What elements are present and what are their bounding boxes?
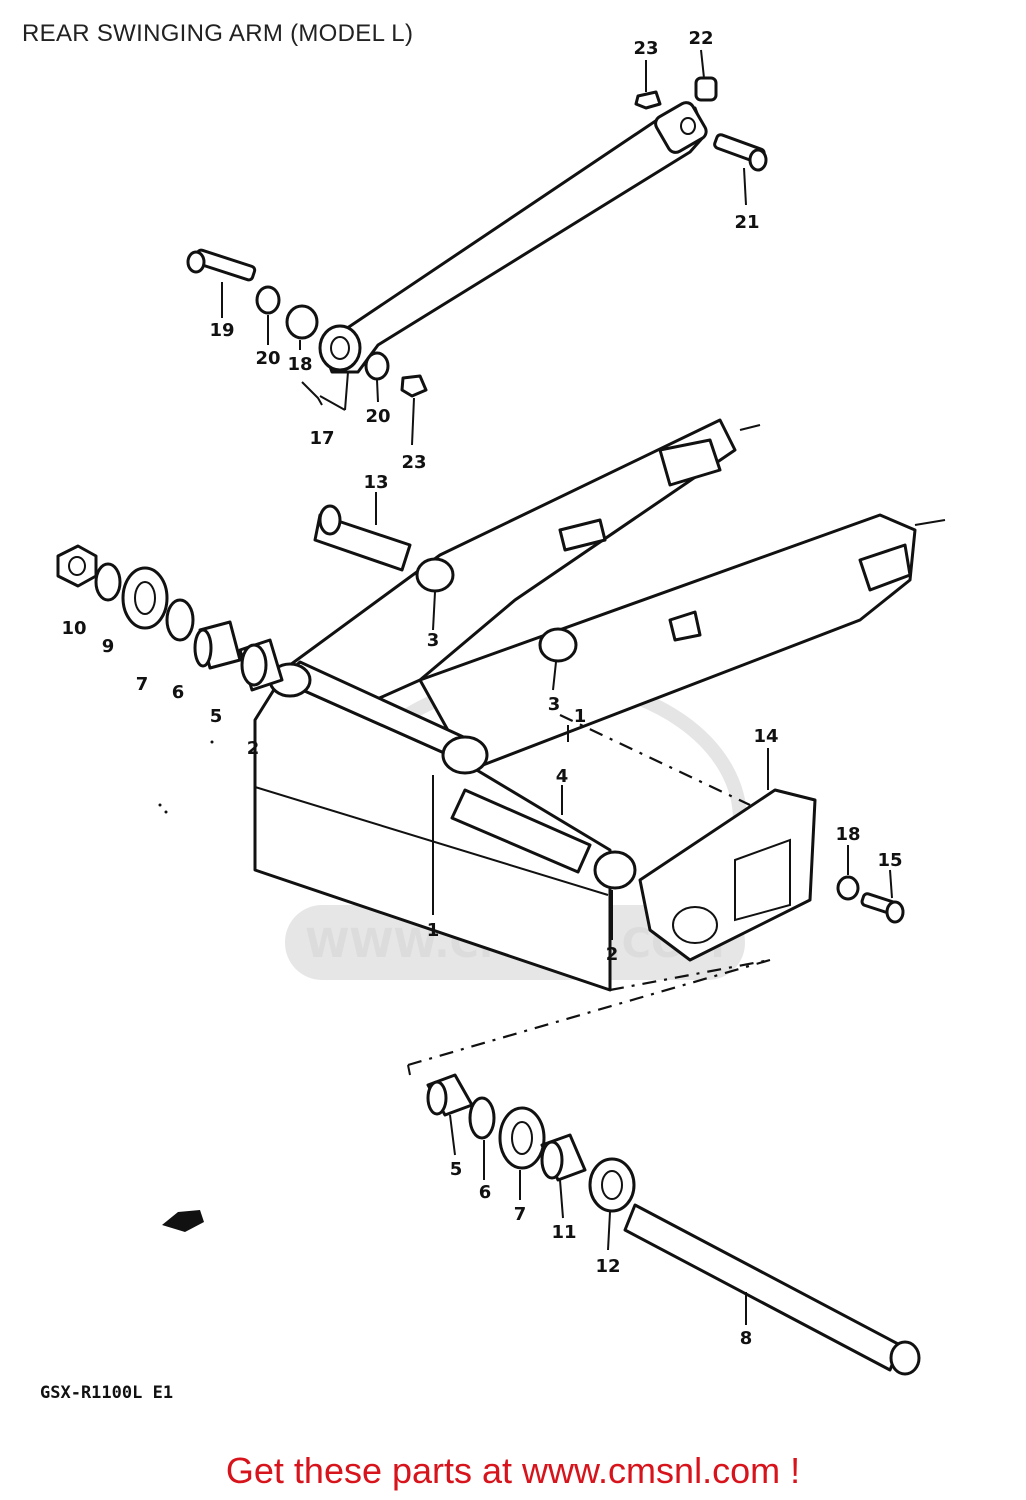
adjuster-part-11 bbox=[540, 1133, 587, 1182]
diagram-title: REAR SWINGING ARM (MODEL L) bbox=[22, 20, 414, 47]
model-code: GSX-R1100L E1 bbox=[40, 1383, 173, 1403]
washer-part-9 bbox=[94, 562, 122, 602]
bushing-part-18-lower bbox=[836, 875, 860, 901]
front-arrow-icon bbox=[162, 1210, 204, 1232]
callout-14: 14 bbox=[753, 726, 778, 747]
swinging-arm-part-1 bbox=[253, 418, 946, 992]
spacer-part-5-bottom bbox=[426, 1073, 474, 1117]
washer-part-6-bottom bbox=[468, 1096, 496, 1140]
bushing-part-18-top bbox=[285, 304, 319, 340]
callout-20-right: 20 bbox=[365, 406, 390, 427]
callout-6-bottom: 6 bbox=[479, 1182, 492, 1203]
nut-part-10 bbox=[56, 544, 98, 588]
callout-labels: 23 22 21 19 20 18 17 20 23 13 3 3 10 9 7… bbox=[61, 28, 902, 1349]
washer-part-20-left bbox=[255, 285, 281, 315]
leader-lines bbox=[221, 49, 893, 1325]
callout-4: 4 bbox=[556, 766, 569, 787]
callout-13: 13 bbox=[363, 472, 388, 493]
bushing-part-22 bbox=[694, 76, 718, 102]
callout-5-bottom: 5 bbox=[450, 1159, 463, 1180]
alignment-lines bbox=[407, 714, 771, 1076]
callout-2-right: 2 bbox=[606, 944, 619, 965]
callout-18-top: 18 bbox=[287, 354, 312, 375]
washer-part-20-right bbox=[364, 351, 390, 381]
callout-11: 11 bbox=[551, 1222, 576, 1243]
callout-1: 1 bbox=[427, 920, 440, 941]
callout-3-lower: 3 bbox=[548, 694, 561, 715]
callout-6-left: 6 bbox=[172, 682, 185, 703]
callout-1-small: 1 bbox=[574, 706, 587, 727]
nut-part-23-upper bbox=[634, 90, 662, 110]
stray-marks bbox=[158, 740, 214, 814]
washer-part-6-left bbox=[165, 598, 195, 642]
bearing-part-3-lower bbox=[538, 627, 578, 663]
pipe-part-13 bbox=[313, 504, 412, 572]
callout-19: 19 bbox=[209, 320, 234, 341]
bearing-part-2-right bbox=[593, 850, 637, 890]
callout-12: 12 bbox=[595, 1256, 620, 1277]
bolt-part-21 bbox=[713, 133, 768, 172]
bearing-part-3-upper bbox=[415, 557, 455, 593]
spacer-part-5-left bbox=[193, 620, 242, 670]
spacer-part-4 bbox=[450, 788, 592, 874]
exploded-parts-diagram: WWW.CMSNL.COM bbox=[40, 28, 946, 1403]
callout-23-top: 23 bbox=[633, 38, 658, 59]
pivot-shaft-part-8 bbox=[623, 1203, 921, 1376]
callout-8: 8 bbox=[740, 1328, 753, 1349]
nut-part-12 bbox=[588, 1157, 636, 1213]
callout-7-bottom: 7 bbox=[514, 1204, 527, 1225]
torque-rod-part-17 bbox=[318, 101, 708, 374]
callout-20-left: 20 bbox=[255, 348, 280, 369]
callout-23-lower: 23 bbox=[401, 452, 426, 473]
callout-10: 10 bbox=[61, 618, 86, 639]
callout-17: 17 bbox=[309, 428, 334, 449]
footer-link-text[interactable]: Get these parts at www.cmsnl.com ! bbox=[225, 1450, 801, 1491]
callout-21: 21 bbox=[734, 212, 759, 233]
bolt-part-19 bbox=[186, 248, 257, 282]
bearing-part-2-left bbox=[238, 638, 284, 692]
callout-22: 22 bbox=[688, 28, 713, 49]
callout-9: 9 bbox=[102, 636, 115, 657]
cover-part-7-left bbox=[121, 566, 169, 630]
callout-5-left: 5 bbox=[210, 706, 223, 727]
callout-3-upper: 3 bbox=[427, 630, 440, 651]
callout-18-lower: 18 bbox=[835, 824, 860, 845]
chain-guard-part-14 bbox=[638, 788, 817, 962]
cover-part-7-bottom bbox=[498, 1106, 546, 1170]
callout-7-left: 7 bbox=[136, 674, 149, 695]
callout-2-left: 2 bbox=[247, 738, 260, 759]
callout-15: 15 bbox=[877, 850, 902, 871]
bolt-part-15 bbox=[860, 892, 905, 924]
nut-part-23-lower bbox=[400, 374, 428, 398]
